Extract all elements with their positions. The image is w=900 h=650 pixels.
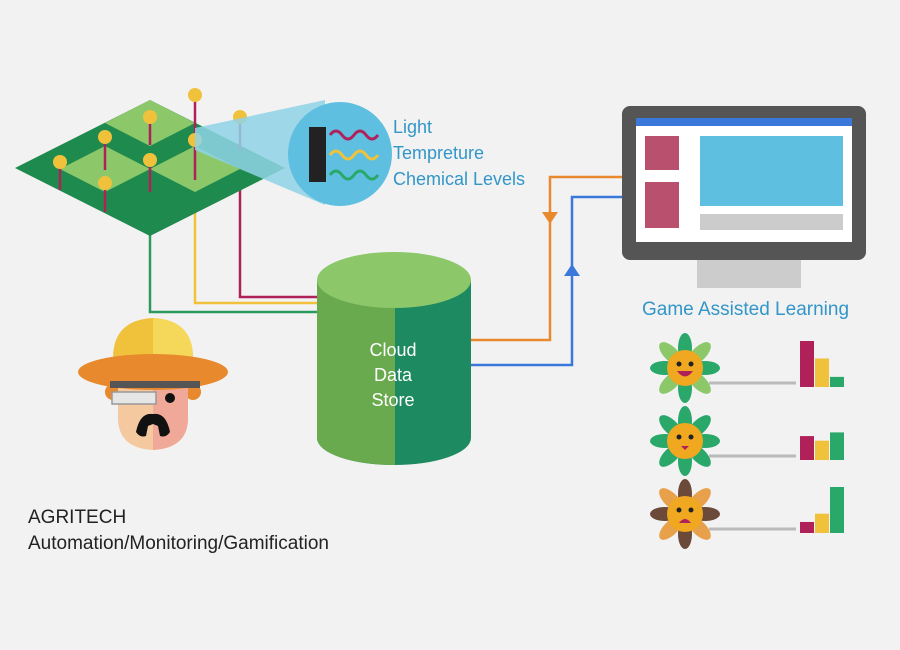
- score-bar: [815, 513, 829, 533]
- yellow-connection-line: [193, 185, 320, 305]
- flower-icon: [667, 496, 703, 532]
- score-bar: [830, 376, 844, 387]
- cloud-label-line-2: Data: [373, 365, 413, 385]
- flower-eye: [676, 507, 682, 513]
- flower-icon: [667, 423, 703, 459]
- download-arrow: [564, 264, 580, 276]
- flower-eye: [688, 361, 694, 367]
- caption-title: AGRITECH: [28, 507, 127, 528]
- player-row: [650, 479, 844, 549]
- download-line: [470, 195, 625, 367]
- caption-subtitle: Automation/Monitoring/Gamification: [28, 533, 329, 554]
- sensor-label-temperature: Tempreture: [393, 143, 485, 163]
- score-bar: [815, 440, 829, 460]
- flower-mouth: [677, 371, 693, 377]
- flower-icon: [667, 350, 703, 386]
- data-flow-lines: [470, 175, 625, 367]
- player-row: [650, 333, 844, 403]
- database-cylinder-icon: [317, 252, 471, 466]
- upload-arrow: [542, 212, 558, 224]
- flower-mouth: [679, 519, 691, 523]
- sensor-connection-lines: [148, 185, 320, 314]
- score-bar: [830, 487, 844, 533]
- green-connection-line: [148, 230, 320, 314]
- flower-eye: [676, 434, 682, 440]
- cloud-data-store-label: Cloud Data Store: [333, 338, 453, 413]
- upload-line: [470, 175, 625, 342]
- cloud-label-line-3: Store: [371, 390, 415, 410]
- flower-eye: [688, 507, 694, 513]
- player-row: [650, 406, 844, 476]
- score-bar: [815, 358, 829, 387]
- chemical-wave: [328, 169, 380, 181]
- score-bar: [800, 436, 814, 460]
- sensor-label-light: Light: [393, 117, 433, 137]
- game-assisted-learning-title: Game Assisted Learning: [642, 299, 850, 320]
- light-wave: [328, 129, 380, 141]
- farmer-avatar-icon: [78, 318, 228, 450]
- score-bar: [830, 432, 844, 460]
- red-connection-line: [238, 185, 320, 299]
- monitor-icon: [622, 106, 866, 288]
- flower-eye: [688, 434, 694, 440]
- flower-mouth: [681, 446, 689, 450]
- score-bar: [800, 521, 814, 533]
- players-scoreboard: [650, 333, 844, 549]
- sensor-lens-icon: [288, 102, 392, 206]
- temperature-wave: [328, 149, 380, 161]
- sensor-label-chemical: Chemical Levels: [393, 169, 526, 189]
- flower-eye: [676, 361, 682, 367]
- score-bar: [800, 341, 814, 387]
- sensor-beam: [195, 100, 325, 205]
- cloud-label-line-1: Cloud: [369, 340, 417, 360]
